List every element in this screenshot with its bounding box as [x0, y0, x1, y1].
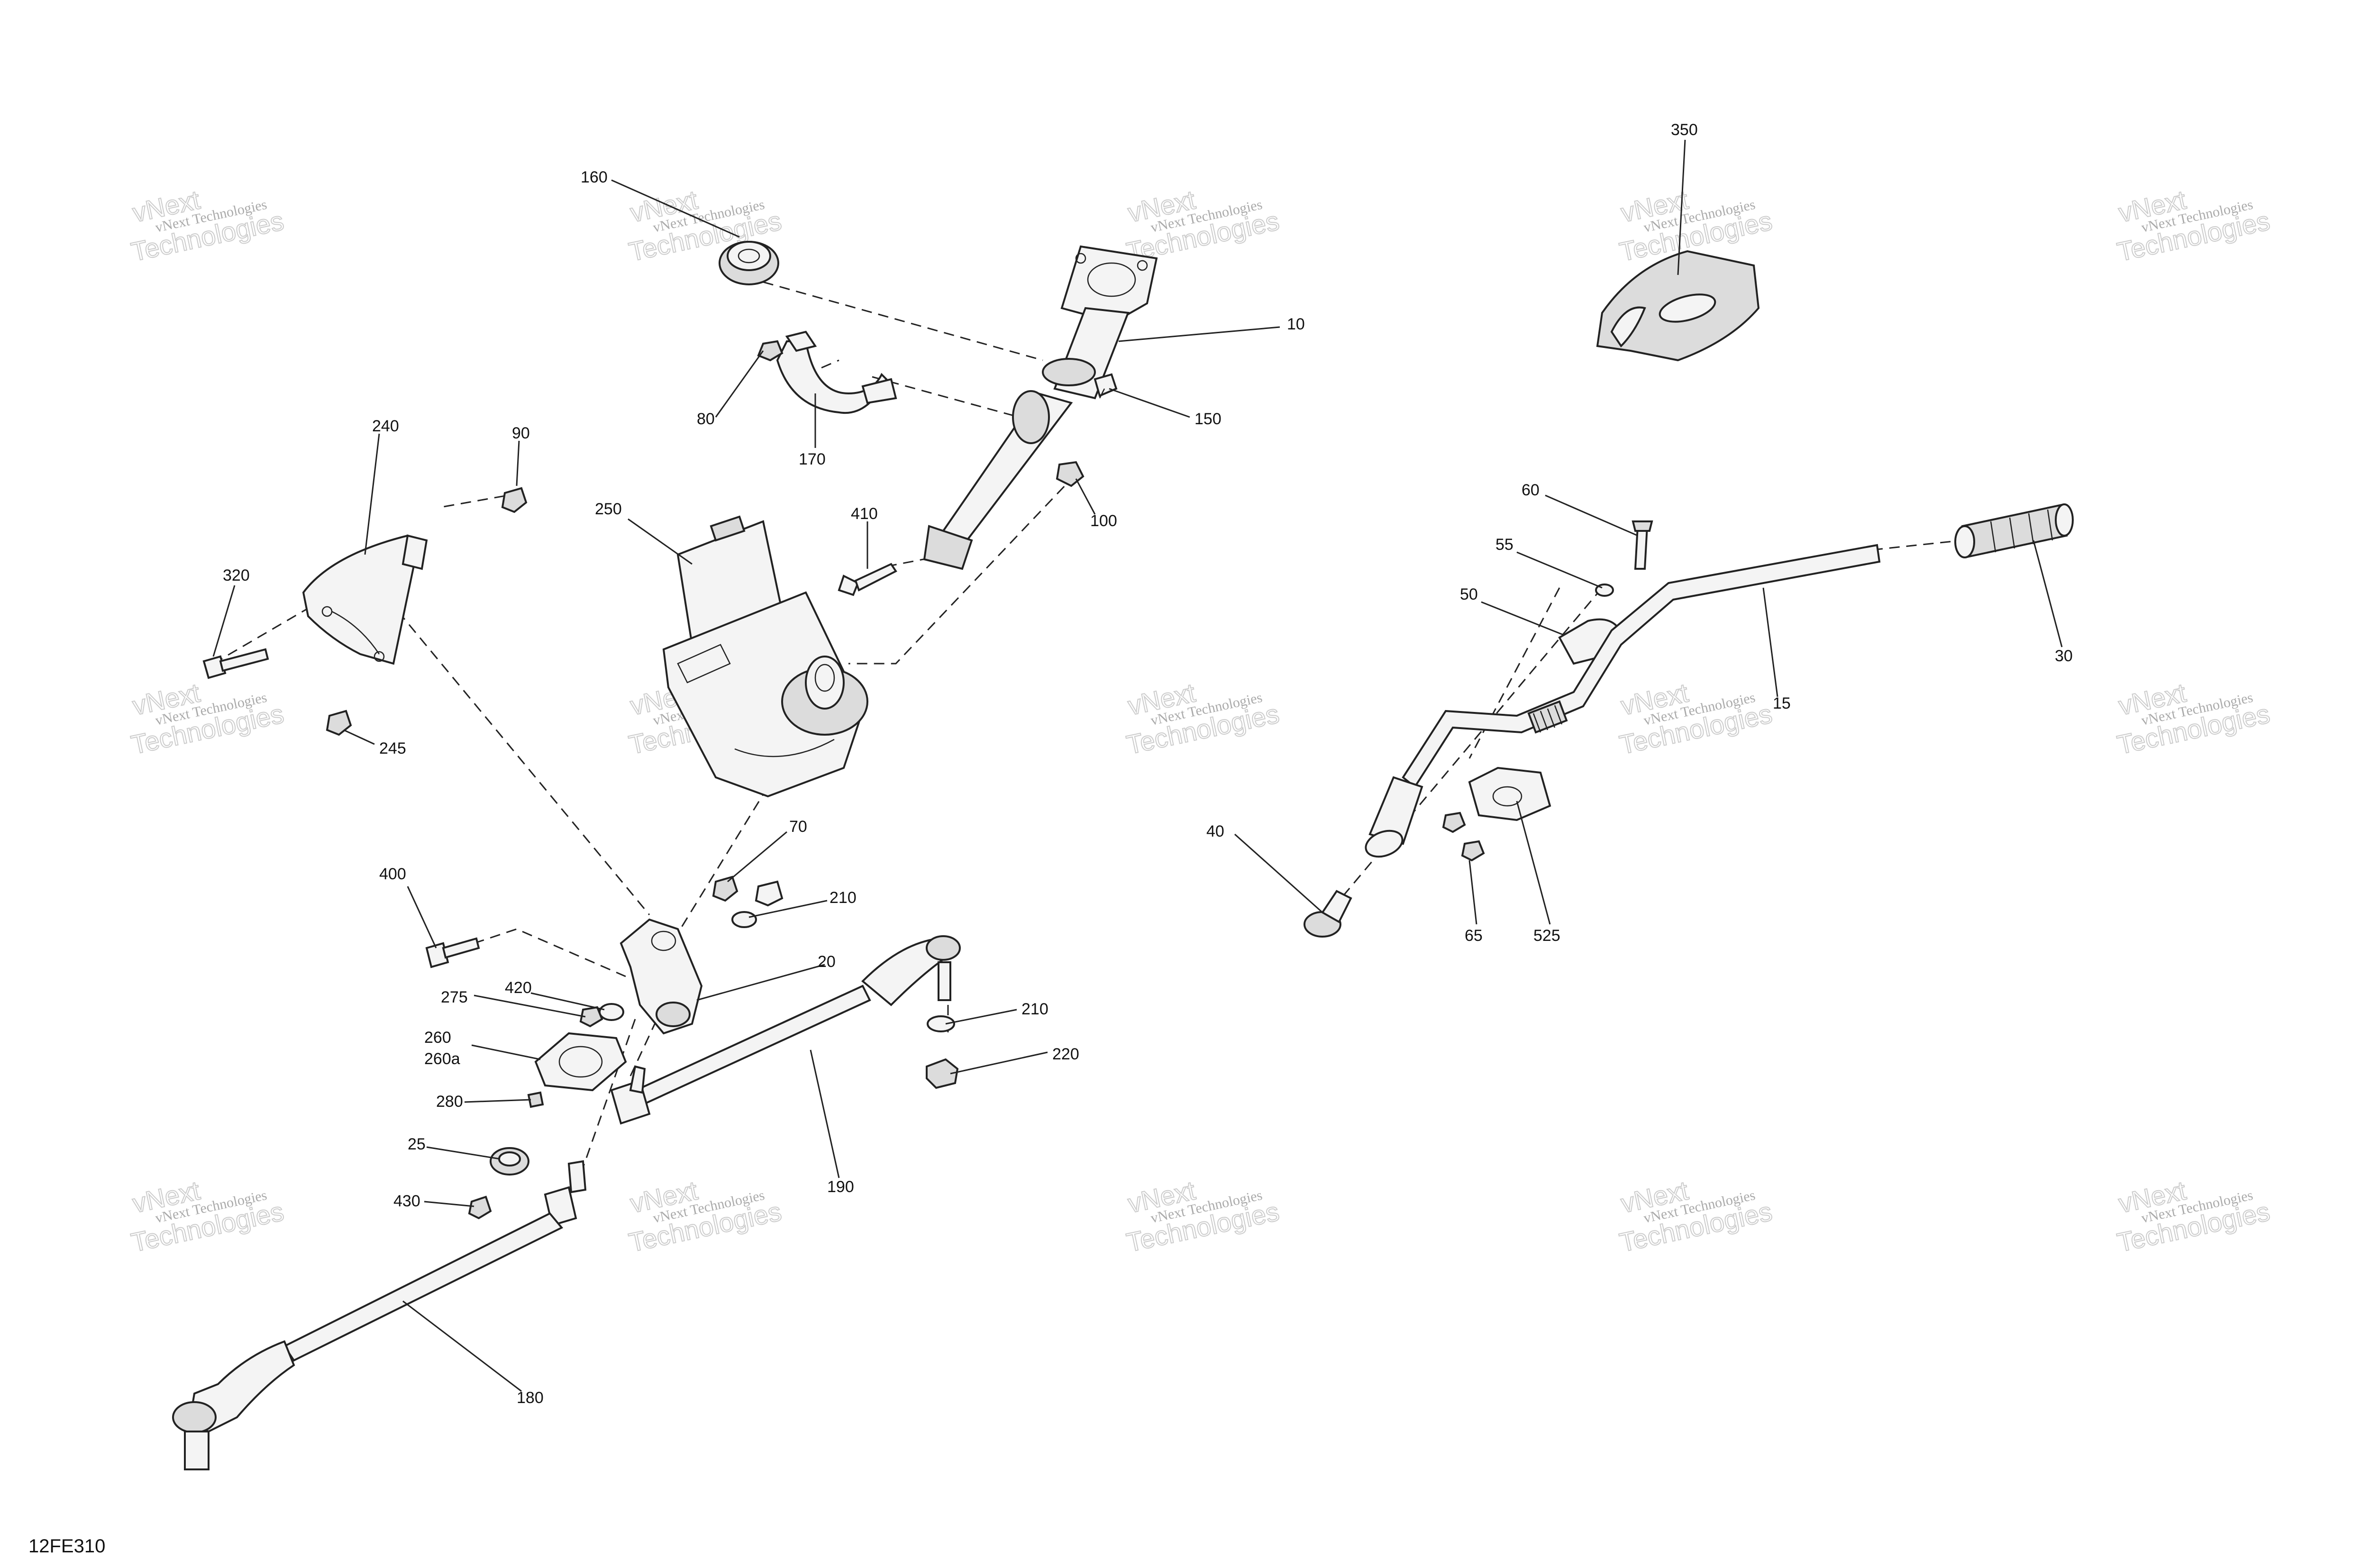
clamp-base-525 — [1468, 766, 1551, 821]
callout-20: 20 — [818, 953, 836, 971]
callout-40: 40 — [1206, 822, 1224, 840]
end-plug-40 — [1304, 890, 1352, 938]
seal-25 — [490, 1147, 529, 1176]
callout-245: 245 — [379, 739, 406, 757]
figure-id: 12FE310 — [28, 1536, 105, 1557]
watermark: vNext Technologies vNext Technologies — [1616, 1175, 1775, 1258]
callout-350: 350 — [1671, 121, 1698, 139]
tie-rod-180 — [172, 1160, 587, 1470]
watermark: vNext Technologies vNext Technologies — [1123, 184, 1282, 267]
callout-210-lower: 210 — [1021, 1000, 1048, 1018]
handlebar-15 — [1402, 544, 1881, 788]
eps-unit-250 — [662, 515, 868, 798]
watermark: vNext Technologies vNext Technologies — [2114, 677, 2273, 760]
part-shapes — [172, 241, 2074, 1470]
callout-210-upper: 210 — [830, 889, 857, 907]
watermark: vNext Technologies vNext Technologies — [128, 184, 287, 267]
watermark: vNext Technologies vNext Technologies — [128, 1175, 287, 1258]
clamp-170 — [776, 330, 897, 414]
callout-150: 150 — [1194, 410, 1221, 428]
bolt-150 — [1094, 373, 1118, 399]
nut-90 — [501, 487, 528, 513]
watermark: vNext Technologies vNext Technologies — [2114, 184, 2273, 267]
plate-260 — [534, 1032, 627, 1092]
callout-labels: 160 10 80 170 150 100 250 410 240 90 320… — [223, 121, 2073, 1407]
callout-100: 100 — [1090, 512, 1117, 530]
nut-430 — [468, 1195, 492, 1220]
callout-260: 260 — [424, 1029, 451, 1047]
watermark: vNext Technologies vNext Technologies — [128, 677, 287, 760]
nut-65a — [1442, 811, 1466, 833]
washer-210-upper — [731, 911, 757, 928]
callout-400: 400 — [379, 865, 406, 883]
callout-220: 220 — [1052, 1045, 1079, 1063]
callout-280: 280 — [436, 1093, 463, 1111]
nut-100 — [1056, 461, 1085, 487]
washer-210-lower — [927, 1015, 955, 1032]
watermark-layer: vNext Technologies vNext Technologies vN… — [128, 184, 2273, 1258]
bolt-60 — [1632, 520, 1653, 570]
watermark: vNext Technologies vNext Technologies — [1123, 677, 1282, 760]
cover-350 — [1596, 250, 1760, 362]
callout-250: 250 — [595, 500, 622, 518]
callout-170: 170 — [799, 450, 826, 468]
watermark: vNext Technologies vNext Technologies — [1123, 1175, 1282, 1258]
grip-left — [1365, 776, 1423, 858]
nut-220 — [926, 1058, 959, 1089]
washer-420 — [599, 1003, 624, 1021]
leader-lines — [212, 139, 2063, 1392]
callout-525: 525 — [1533, 927, 1560, 945]
steering-column-10 — [923, 245, 1158, 570]
callout-15: 15 — [1773, 694, 1791, 712]
callout-275: 275 — [441, 988, 468, 1006]
callout-180: 180 — [517, 1389, 544, 1407]
nut-80 — [757, 340, 784, 362]
callout-240: 240 — [372, 417, 399, 435]
grip-30 — [1954, 503, 2074, 558]
bearing-160 — [719, 241, 779, 285]
tie-rod-190 — [610, 935, 961, 1125]
pitman-arm-20 — [620, 918, 703, 1035]
callout-70: 70 — [789, 818, 807, 836]
callout-260a: 260a — [424, 1050, 460, 1068]
nut-65b — [1461, 840, 1485, 862]
callout-55: 55 — [1495, 536, 1513, 554]
callout-190: 190 — [827, 1178, 854, 1196]
watermark: vNext Technologies vNext Technologies — [1616, 677, 1775, 760]
callout-420: 420 — [505, 979, 532, 997]
callout-160: 160 — [581, 168, 608, 186]
nut-210-upper — [755, 880, 784, 907]
callout-30: 30 — [2055, 647, 2073, 665]
watermark: vNext Technologies vNext Technologies — [2114, 1175, 2273, 1258]
callout-430: 430 — [393, 1192, 420, 1210]
callout-25: 25 — [408, 1135, 426, 1153]
bolt-400 — [425, 937, 480, 968]
callout-320: 320 — [223, 566, 250, 584]
callout-90: 90 — [512, 424, 530, 442]
bolt-320 — [202, 648, 269, 679]
callout-60: 60 — [1522, 481, 1540, 499]
bolt-410 — [838, 563, 897, 596]
callout-80: 80 — [697, 410, 715, 428]
callout-10: 10 — [1287, 315, 1305, 333]
bolt-280 — [527, 1091, 544, 1108]
watermark: vNext Technologies vNext Technologies — [626, 1175, 784, 1258]
bracket-240 — [302, 534, 428, 665]
callout-410: 410 — [851, 505, 878, 523]
callout-50: 50 — [1460, 585, 1478, 603]
callout-65: 65 — [1465, 927, 1483, 945]
nut-70 — [712, 875, 738, 902]
